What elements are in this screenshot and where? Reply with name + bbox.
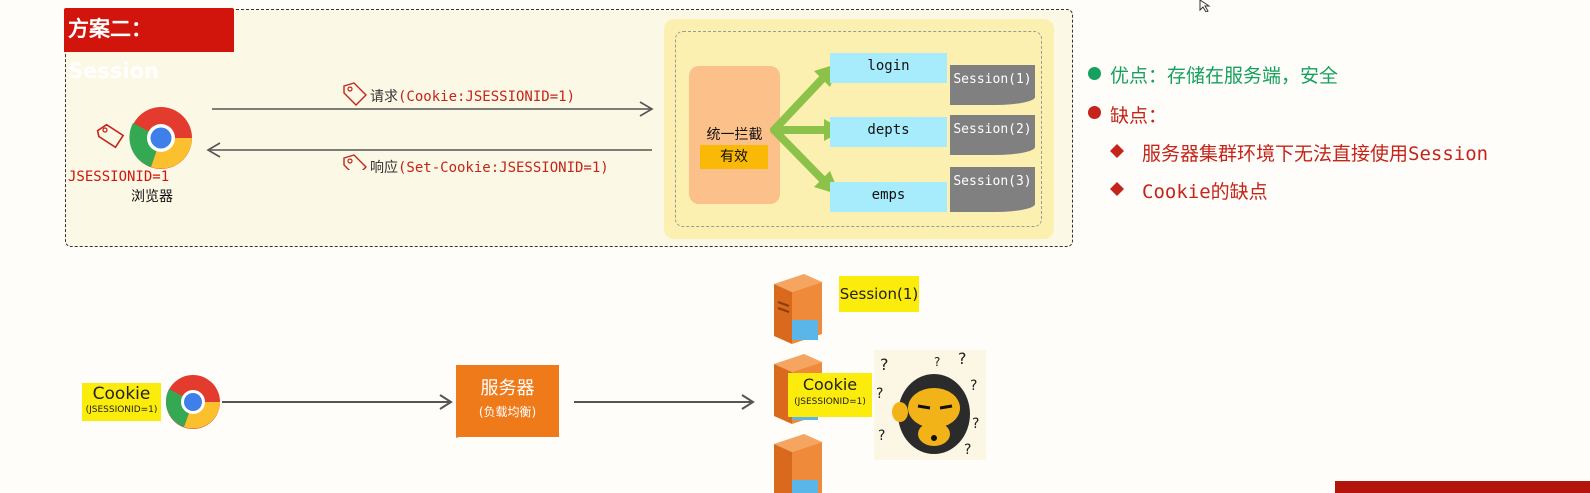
diamond-bullet-icon (1110, 144, 1124, 158)
session-1-note: Session(1) (839, 276, 919, 312)
server-icon (774, 434, 822, 493)
session-1: Session(1) (950, 65, 1035, 105)
cluster-cookie-note: Cookie (JSESSIONID=1) (788, 373, 872, 417)
scheme-title: 方案二：Session (64, 8, 234, 83)
confused-monkey-icon: ? ? ? ? ? ? ? ? (874, 350, 986, 460)
question-mark: ? (876, 386, 883, 402)
chrome-browser-icon (165, 375, 220, 429)
route-emps: emps (830, 182, 947, 212)
request-tag-icon (343, 82, 367, 106)
slide-footer-bar (1335, 481, 1590, 493)
route-login: login (830, 53, 947, 83)
session-3: Session(3) (950, 167, 1035, 212)
valid-badge: 有效 (700, 145, 768, 169)
con-item-cookie: Cookie的缺点 (1142, 181, 1268, 203)
server-icon (774, 274, 822, 344)
server-inner-boundary (675, 31, 1042, 227)
pro-bullet-icon (1088, 67, 1101, 80)
question-mark: ? (972, 416, 979, 432)
browser-label: 浏览器 (131, 189, 173, 205)
mouse-cursor-icon (1199, 0, 1211, 12)
client-cookie-note: Cookie (JSESSIONID=1) (82, 383, 161, 421)
lb-wave-edge (456, 430, 559, 438)
route-depts: depts (830, 117, 947, 147)
browser-cookie-value: JSESSIONID=1 (68, 169, 170, 185)
question-mark: ? (878, 428, 885, 444)
interceptor-block (689, 66, 780, 204)
con-note: 缺点： (1110, 105, 1168, 127)
con-item-cluster: 服务器集群环境下无法直接使用Session (1142, 143, 1489, 165)
tag-icon (96, 123, 125, 149)
chrome-browser-icon (96, 107, 192, 169)
pro-note: 优点：存储在服务端，安全 (1110, 65, 1339, 87)
load-balancer-server: 服务器 (负载均衡) (456, 365, 559, 437)
request-response-arrows (206, 82, 654, 170)
response-tag-icon (343, 154, 367, 170)
dispatch-arrows (770, 63, 844, 195)
question-mark: ? (970, 378, 977, 394)
question-mark: ? (958, 350, 967, 368)
bottom-flow-arrows (222, 394, 755, 410)
question-mark: ? (880, 355, 889, 374)
con-bullet-icon (1088, 106, 1101, 119)
diamond-bullet-icon (1110, 182, 1124, 196)
response-annotation: 响应(Set-Cookie:JSESSIONID=1) (370, 160, 609, 176)
question-mark: ? (964, 442, 971, 458)
session-2: Session(2) (950, 115, 1035, 155)
request-annotation: 请求(Cookie:JSESSIONID=1) (370, 89, 576, 105)
question-mark: ? (934, 355, 940, 369)
interceptor-label: 统一拦截 (706, 127, 763, 143)
